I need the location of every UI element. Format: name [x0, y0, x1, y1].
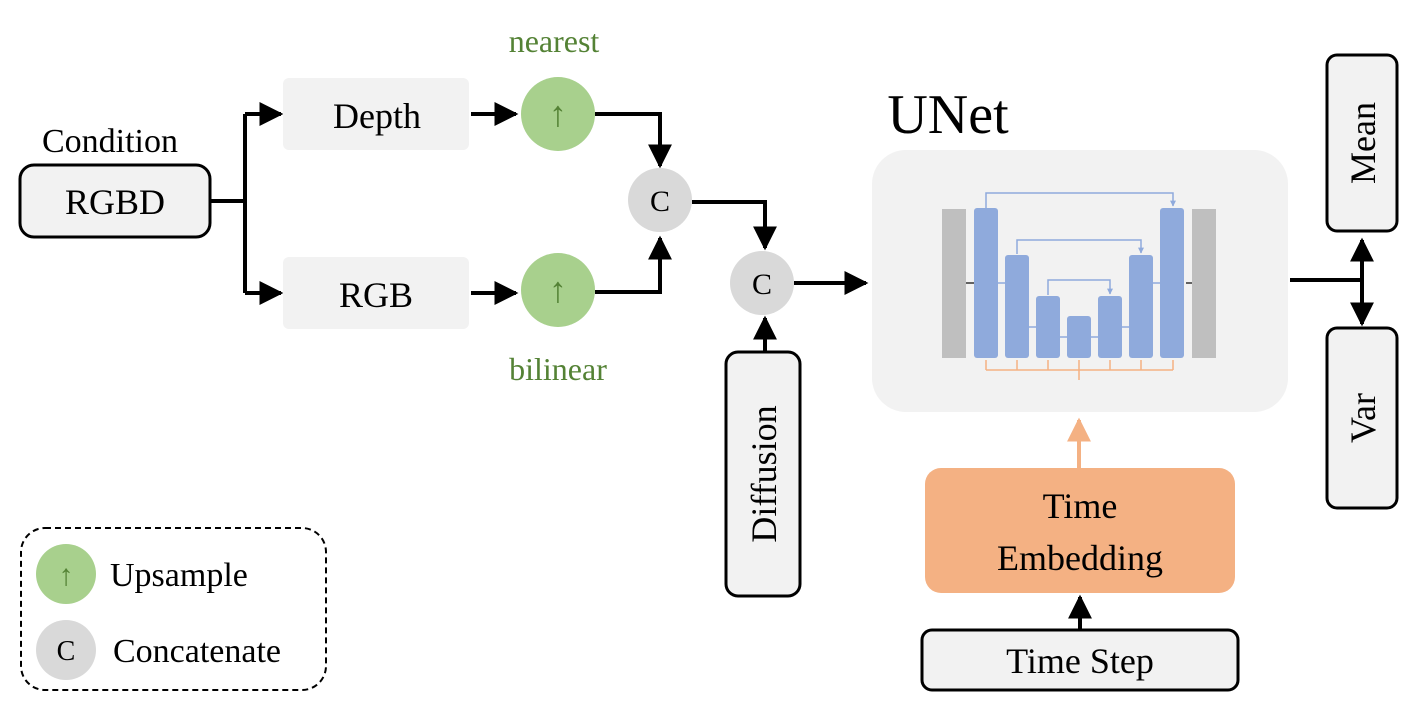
arrow-concat1-to-concat2	[692, 200, 777, 251]
var-box	[1325, 326, 1399, 510]
var-label: Var	[1343, 393, 1383, 443]
legend-upsample-circle	[36, 544, 96, 604]
upsample-to-concat-lines	[595, 112, 672, 294]
time-embedding-label-line1: Time	[1043, 486, 1118, 526]
unet-architecture-icon	[942, 192, 1216, 380]
rgb-label: RGB	[339, 275, 413, 315]
upsample-bilinear-circle	[521, 253, 595, 327]
concat-circle-1	[628, 168, 692, 232]
upsample-nearest-circle	[521, 77, 595, 151]
depth-box	[283, 78, 469, 150]
nearest-label: nearest	[509, 23, 600, 59]
legend-upsample-symbol: ↑	[59, 559, 74, 592]
condition-label: Condition	[42, 123, 178, 160]
concat-symbol-1: C	[650, 185, 670, 218]
concat-circle-2	[730, 251, 794, 315]
legend-concat-symbol: C	[57, 636, 76, 667]
legend-concat-circle	[36, 620, 96, 680]
legend-upsample-label: Upsample	[110, 557, 248, 594]
rgbd-branch-lines	[210, 102, 284, 305]
diffusion-label: Diffusion	[744, 405, 784, 542]
upsample-bilinear-symbol: ↑	[549, 270, 567, 310]
bilinear-label: bilinear	[509, 351, 607, 387]
unet-output-lines	[1290, 237, 1374, 327]
time-step-box	[920, 628, 1240, 692]
mean-box	[1325, 53, 1399, 233]
upsample-nearest-symbol: ↑	[549, 94, 567, 134]
legend-concat-label: Concatenate	[113, 633, 281, 670]
time-embedding-box	[925, 468, 1235, 593]
time-embedding-label-line2: Embedding	[997, 538, 1163, 578]
rgbd-label: RGBD	[65, 182, 165, 222]
depth-label: Depth	[333, 96, 421, 136]
legend-box	[20, 527, 327, 691]
mean-label: Mean	[1343, 102, 1383, 184]
concat-symbol-2: C	[752, 268, 772, 301]
unet-title: UNet	[887, 84, 1009, 146]
unet-container	[872, 150, 1288, 412]
time-step-label: Time Step	[1006, 641, 1154, 681]
rgb-box	[283, 257, 469, 329]
